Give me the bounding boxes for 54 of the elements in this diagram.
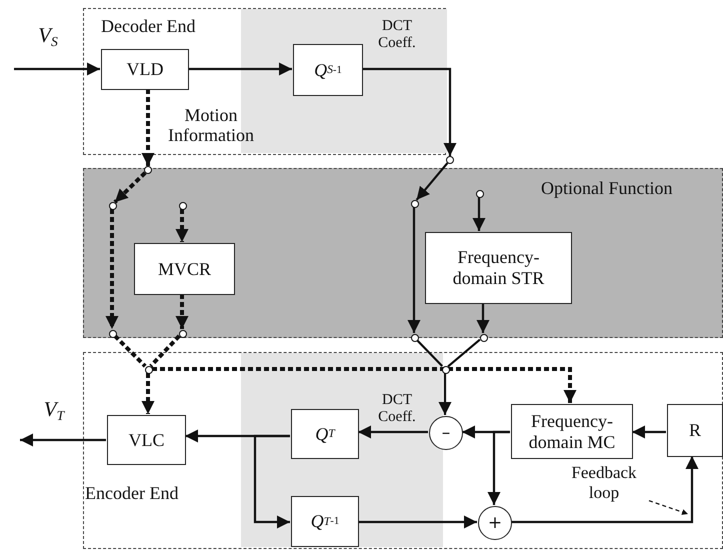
arrow: [20, 434, 106, 446]
region-title: Decoder End: [101, 16, 196, 37]
region-title: Encoder End: [85, 483, 178, 504]
arrow: [142, 373, 154, 414]
process-box: Frequency-domain MC: [511, 404, 633, 459]
arrow: [476, 303, 490, 333]
edge-label: V$_{T}$: [42, 398, 66, 424]
arrow: [438, 373, 452, 415]
arrow: [176, 294, 188, 329]
arrow: [113, 171, 147, 204]
arrow: [416, 162, 448, 201]
arrow: [176, 209, 188, 242]
arrow: [14, 62, 100, 76]
junction-circle: [411, 200, 419, 208]
junction-circle: [442, 366, 450, 374]
arrow: [254, 434, 290, 528]
operator-circle: –: [429, 416, 463, 450]
arrow: [188, 62, 292, 76]
dashed-region: [83, 352, 723, 549]
junction-circle: [446, 156, 454, 164]
junction-circle: [411, 334, 419, 342]
edge-label: DCT Coeff.: [377, 18, 417, 51]
junction-circle: [476, 190, 484, 198]
junction-circle: [179, 202, 187, 210]
arrow: [488, 430, 510, 505]
junction-circle: [109, 330, 117, 338]
annotation-text: Feedback loop: [558, 463, 650, 509]
edge-label: V$_{S}$: [37, 24, 59, 50]
junction-circle: [145, 366, 153, 374]
junction-circle: [480, 334, 488, 342]
process-box: R: [667, 404, 723, 457]
arrow: [632, 426, 666, 438]
junction-circle: [144, 166, 152, 174]
edge-label: DCT Coeff.: [377, 392, 417, 425]
leader-line: [648, 500, 688, 515]
edge-label: Motion Information: [167, 106, 255, 146]
arrow: [106, 209, 118, 329]
region-title: Optional Function: [541, 178, 672, 199]
arrow: [362, 68, 456, 156]
arrow: [142, 89, 154, 166]
arrow: [511, 456, 698, 524]
process-box: MVCR: [134, 243, 235, 295]
dashed-region: [83, 8, 446, 155]
process-box: VLD: [101, 49, 189, 90]
process-box: Frequency-domain STR: [425, 232, 572, 304]
operator-circle: +: [478, 506, 512, 540]
arrow: [358, 516, 477, 528]
arrow: [358, 426, 428, 438]
arrow: [472, 197, 486, 231]
arrow: [152, 367, 576, 403]
junction-circle: [179, 330, 187, 338]
process-box: VLC: [107, 415, 186, 465]
arrow: [408, 207, 420, 333]
junction-circle: [109, 202, 117, 210]
